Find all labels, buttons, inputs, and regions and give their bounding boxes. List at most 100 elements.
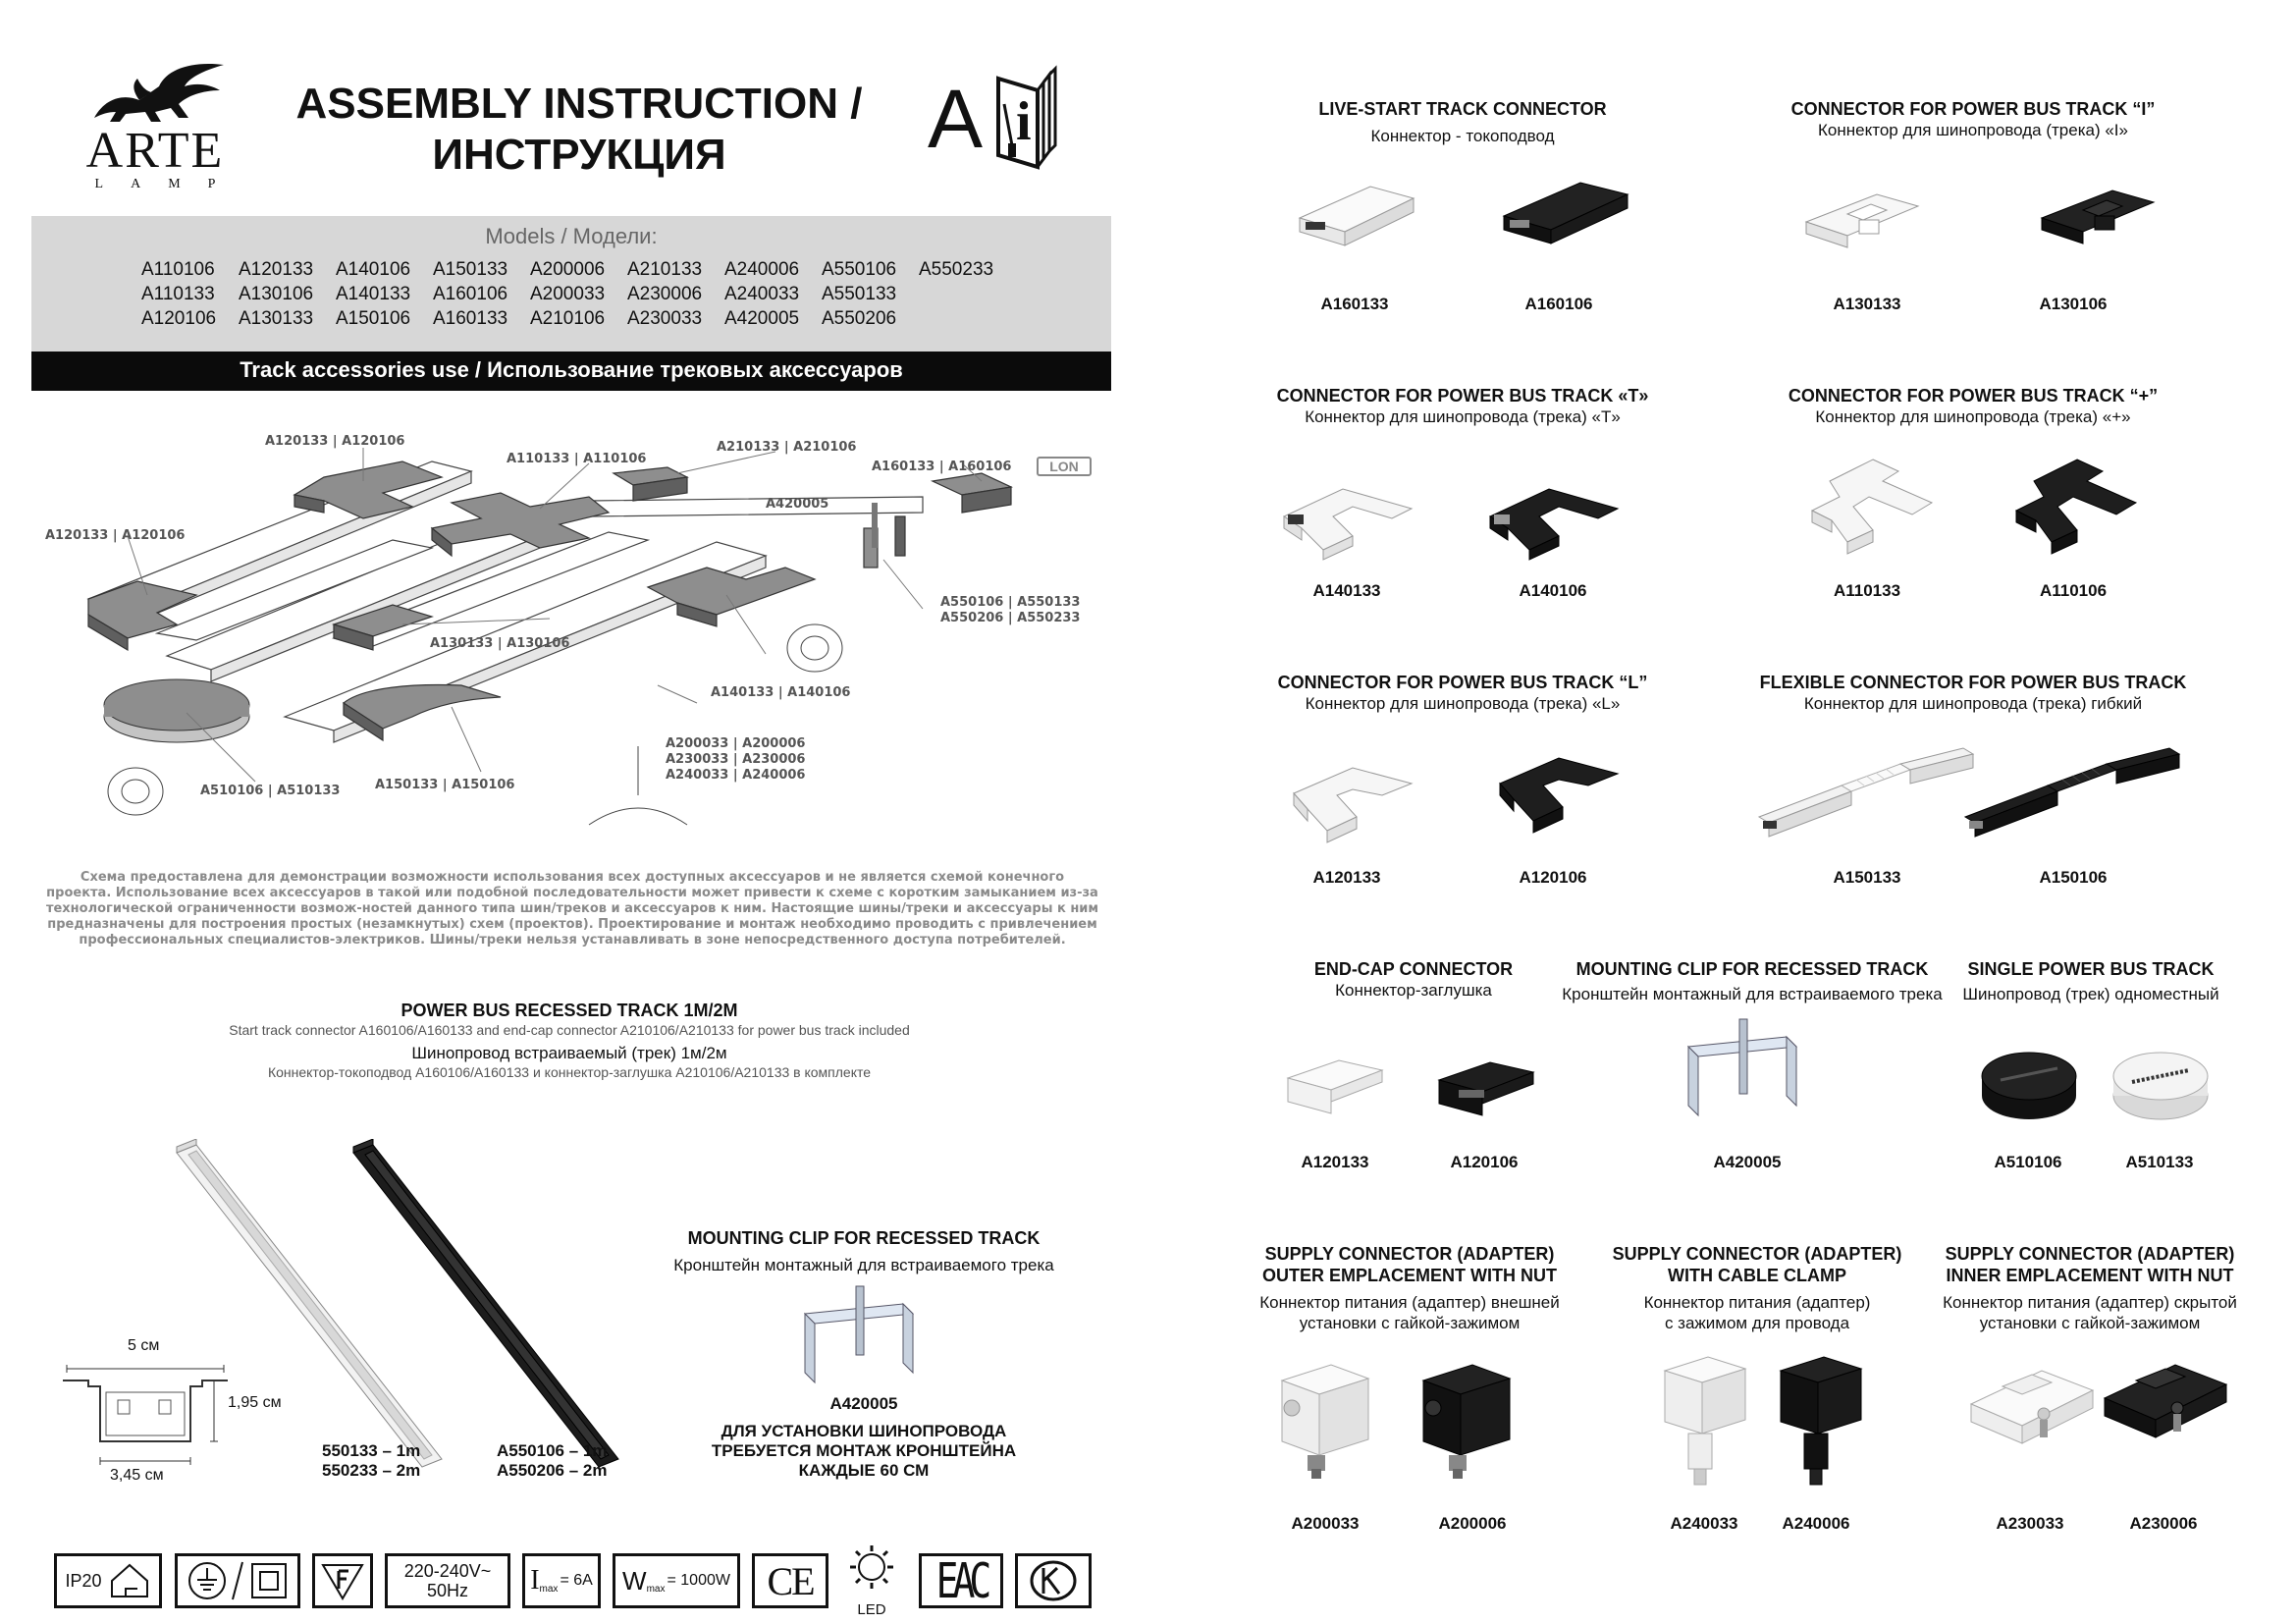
page-title: ASSEMBLY INSTRUCTION / ИНСТРУКЦИЯ <box>275 79 883 181</box>
wmax-value: = 1000W <box>667 1572 730 1589</box>
endcap-sub: Коннектор-заглушка <box>1335 981 1492 1000</box>
model-code: A160133 <box>433 308 508 329</box>
adapter-inner-black-image <box>2103 1364 2228 1438</box>
ip-rating: IP20 <box>65 1570 102 1591</box>
clip-left-note: ДЛЯ УСТАНОВКИ ШИНОПРОВОДА ТРЕБУЕТСЯ МОНТ… <box>648 1422 1080 1481</box>
recessed-track-white-image <box>176 1139 443 1468</box>
recessed-sub-en: Start track connector A160106/A160133 an… <box>229 1022 910 1038</box>
models-grid: A110106 A120133 A140106 A150133 A200006 … <box>141 259 1016 330</box>
recessed-title-ru: Шинопровод встраиваемый (трек) 1м/2м <box>411 1044 727 1062</box>
recessed-track-black-image <box>352 1139 619 1468</box>
adapter-inner-sub: установки с гайкой-зажимом <box>1979 1314 2201 1332</box>
recessed-track-section: POWER BUS RECESSED TRACK 1M/2M Start tra… <box>147 1000 991 1081</box>
adapter-inner-white-image <box>1969 1370 2095 1444</box>
conn-plus-sub: Коннектор для шинопровода (трека) «+» <box>1815 407 2131 426</box>
model-code: A150133 <box>433 259 508 280</box>
product-conn-i: CONNECTOR FOR POWER BUS TRACK “I” Коннек… <box>1747 98 2199 140</box>
adapter-clamp-code: A240006 <box>1782 1514 1850 1533</box>
svg-text:i: i <box>1016 91 1032 152</box>
conn-i-sub: Коннектор для шинопровода (трека) «I» <box>1818 121 2128 139</box>
product-conn-plus: CONNECTOR FOR POWER BUS TRACK “+” Коннек… <box>1747 385 2199 427</box>
imax-value: = 6A <box>560 1572 593 1589</box>
adapter-clamp-title: SUPPLY CONNECTOR (ADAPTER) <box>1612 1244 1902 1264</box>
track-layout-diagram <box>86 448 1014 826</box>
logo-subtitle: LAMP <box>94 177 243 191</box>
adapter-clamp-black-image <box>1779 1356 1863 1486</box>
sun-icon <box>850 1545 893 1589</box>
clip-left-sub: Кронштейн монтажный для встраиваемого тр… <box>673 1256 1054 1274</box>
model-code <box>919 284 1016 305</box>
clip-left-code: A420005 <box>829 1394 898 1413</box>
model-code: A420005 <box>724 308 800 329</box>
white-track-codes: 550133 – 1m 550233 – 2m <box>322 1441 420 1481</box>
clip-note-line: ТРЕБУЕТСЯ МОНТАЖ КРОНШТЕЙНА <box>711 1441 1017 1460</box>
model-code: A130133 <box>239 308 314 329</box>
clip-note-line: ДЛЯ УСТАНОВКИ ШИНОПРОВОДА <box>721 1422 1007 1440</box>
product-single: SINGLE POWER BUS TRACK Шинопровод (трек)… <box>1944 958 2238 1004</box>
label-l-top-left: A120133 | A120106 <box>265 434 405 449</box>
certification-mark-icon <box>1030 1560 1077 1601</box>
ktc-mark-box <box>1015 1553 1092 1608</box>
single-sub: Шинопровод (трек) одноместный <box>1962 985 2219 1003</box>
model-code: A110106 <box>141 259 215 280</box>
clip-note-line: КАЖДЫЕ 60 СМ <box>798 1461 930 1480</box>
frequency-value: 50Hz <box>426 1581 469 1600</box>
model-code: A150106 <box>336 308 411 329</box>
conn-i-white-image <box>1804 193 1920 248</box>
svg-text:A: A <box>928 73 983 165</box>
protection-class-icon <box>175 1553 300 1608</box>
clip-left-image <box>803 1285 915 1384</box>
adapter-clamp-code: A240033 <box>1670 1514 1738 1533</box>
lon-text: LON <box>1049 459 1079 474</box>
label-straight-i: A130133 | A130106 <box>430 636 570 651</box>
endcap-black-image <box>1437 1061 1535 1116</box>
model-code: A140106 <box>336 259 411 280</box>
conn-l-black-image <box>1499 757 1620 834</box>
endcap-white-image <box>1286 1059 1384 1114</box>
adapter-clamp-white-image <box>1663 1356 1747 1486</box>
live-start-code: A160106 <box>1524 295 1593 313</box>
label-adapters-3: A240033 | A240006 <box>666 768 806 783</box>
model-code: A240033 <box>724 284 800 304</box>
model-code: A200033 <box>530 284 606 304</box>
model-code <box>919 308 1016 330</box>
conn-plus-title: CONNECTOR FOR POWER BUS TRACK “+” <box>1788 386 2159 406</box>
label-adapters-2: A230033 | A230006 <box>666 752 806 767</box>
white-track-code: 550133 – 1m <box>322 1441 421 1460</box>
clip-code: A420005 <box>1713 1153 1782 1171</box>
label-cross: A110133 | A110106 <box>507 452 647 466</box>
adapter-nut-black-image <box>1421 1364 1512 1479</box>
model-code: A550106 <box>822 259 897 280</box>
adapter-clamp-title: WITH CABLE CLAMP <box>1668 1266 1846 1285</box>
model-code: A230033 <box>627 308 703 329</box>
model-code: A210106 <box>530 308 606 329</box>
f-triangle-icon <box>321 1564 364 1600</box>
adapter-inner-code: A230033 <box>1996 1514 2064 1533</box>
conn-l-sub: Коннектор для шинопровода (трека) «L» <box>1305 694 1621 713</box>
adapter-inner-title: INNER EMPLACEMENT WITH NUT <box>1946 1266 2234 1285</box>
model-code: A200006 <box>530 259 606 280</box>
live-start-black-image <box>1502 182 1629 244</box>
label-clip: A420005 <box>766 497 829 512</box>
ce-mark-box: CE <box>752 1553 828 1608</box>
adapter-nut-code: A200006 <box>1438 1514 1507 1533</box>
disclaimer-line: технологической ограниченности возмож-но… <box>45 901 1099 916</box>
track-profile-drawing <box>63 1365 228 1465</box>
model-code: A550233 <box>919 259 994 280</box>
instruction-book-icon: A i <box>928 65 1057 170</box>
conn-t-code: A140106 <box>1519 581 1587 600</box>
disclaimer-line: проекта. Использование всех аксессуаров … <box>46 886 1098 900</box>
dim-height: 1,95 см <box>228 1394 282 1411</box>
conn-l-title: CONNECTOR FOR POWER BUS TRACK “L” <box>1277 673 1648 692</box>
model-code: A550206 <box>822 308 897 329</box>
live-start-sub: Коннектор - токоподвод <box>1370 127 1555 145</box>
label-adapters-right-1: A550106 | A550133 <box>940 595 1081 610</box>
model-code: A160106 <box>433 284 508 304</box>
label-single: A510106 | A510133 <box>200 784 341 798</box>
label-adapters-1: A200033 | A200006 <box>666 736 806 751</box>
label-l-left: A120133 | A120106 <box>45 528 186 543</box>
model-code: A120106 <box>141 308 217 329</box>
logo-wordmark: ARTE <box>85 123 225 179</box>
white-track-code: 550233 – 2m <box>322 1461 421 1480</box>
